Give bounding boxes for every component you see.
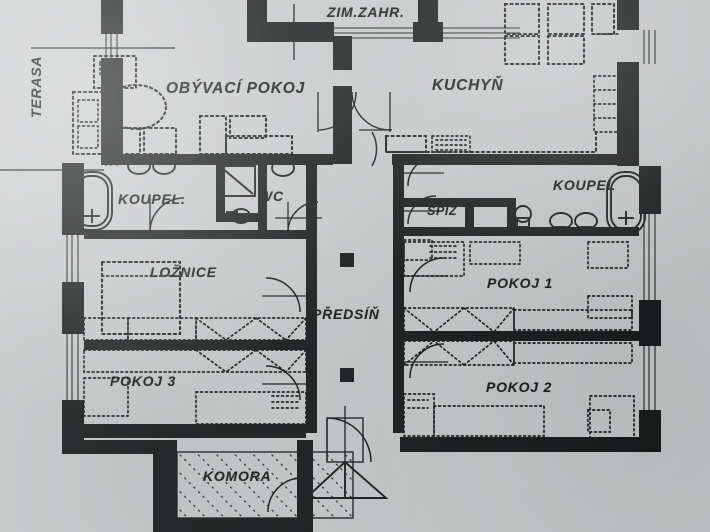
hall-columns xyxy=(340,253,354,382)
room-label-terasa: TERASA xyxy=(28,55,44,118)
room-label-pokoj-2: POKOJ 2 xyxy=(486,379,553,395)
furniture-living-room xyxy=(71,54,294,156)
room-label-obyvaci: OBÝVACÍ POKOJ xyxy=(166,80,306,97)
windows xyxy=(0,0,656,412)
room-label-pokoj-3: POKOJ 3 xyxy=(110,373,177,389)
room-label-koupel-right: KOUPEL xyxy=(553,177,616,193)
fixtures-bathroom-left xyxy=(71,157,295,231)
room-label-wc: WC xyxy=(259,188,284,204)
room-label-kuchyn: KUCHYŇ xyxy=(432,77,504,94)
fixtures-bathroom-right xyxy=(514,171,646,235)
room-label-pokoj-1: POKOJ 1 xyxy=(487,275,554,291)
furniture-kitchen xyxy=(384,2,631,154)
room-label-komora: KOMORA xyxy=(203,468,272,484)
room-label-predsin: PŘEDSÍŇ xyxy=(312,306,380,322)
furniture-rooms xyxy=(83,239,635,439)
room-label-koupel-left: KOUPEL. xyxy=(118,191,186,207)
room-label-spiz: SPÍŽ xyxy=(427,204,458,218)
room-label-loznice: LOŽNICE xyxy=(150,264,217,280)
room-label-zim-zahr: ZIM.ZAHR. xyxy=(327,4,405,20)
komora-room xyxy=(176,451,354,519)
